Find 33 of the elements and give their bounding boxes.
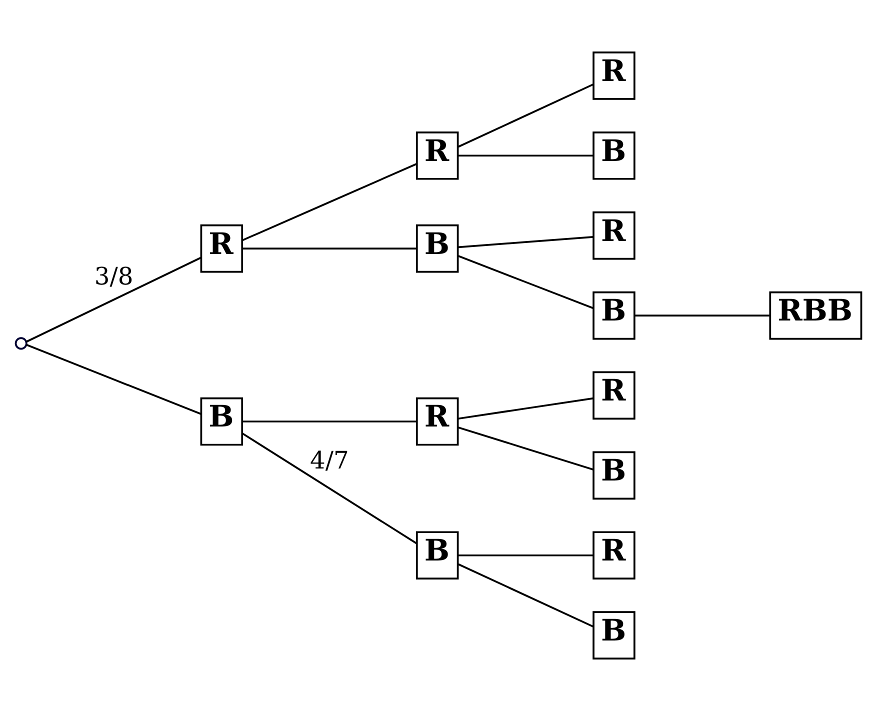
node-circle [14, 337, 28, 350]
node-box: B [592, 451, 636, 500]
connector [26, 344, 202, 415]
connector [458, 397, 594, 420]
edge-label: 3/8 [94, 262, 134, 291]
node-box: B [592, 611, 636, 660]
node-box: B [416, 224, 459, 273]
node-box: RBB [769, 291, 862, 340]
connector [26, 256, 202, 343]
connector [458, 154, 594, 157]
connector [458, 236, 594, 248]
connector [458, 554, 594, 556]
node-box: B [200, 397, 244, 446]
node-box: R [592, 371, 636, 420]
node-box: R [416, 397, 459, 446]
node-box: B [592, 131, 636, 180]
connector [242, 432, 417, 544]
connector [242, 248, 416, 250]
node-box: R [592, 531, 636, 580]
node-box: R [200, 224, 244, 273]
connector [242, 420, 416, 422]
node-box: R [592, 52, 636, 100]
node-box: B [592, 291, 636, 340]
connector [458, 426, 594, 470]
edge-label: 4/7 [310, 446, 349, 475]
connector [458, 255, 594, 310]
connector [242, 163, 417, 242]
node-box: B [416, 531, 459, 580]
connector [634, 314, 770, 316]
connector [458, 84, 594, 148]
connector [458, 563, 594, 628]
node-box: R [416, 131, 459, 180]
node-box: R [592, 211, 636, 260]
